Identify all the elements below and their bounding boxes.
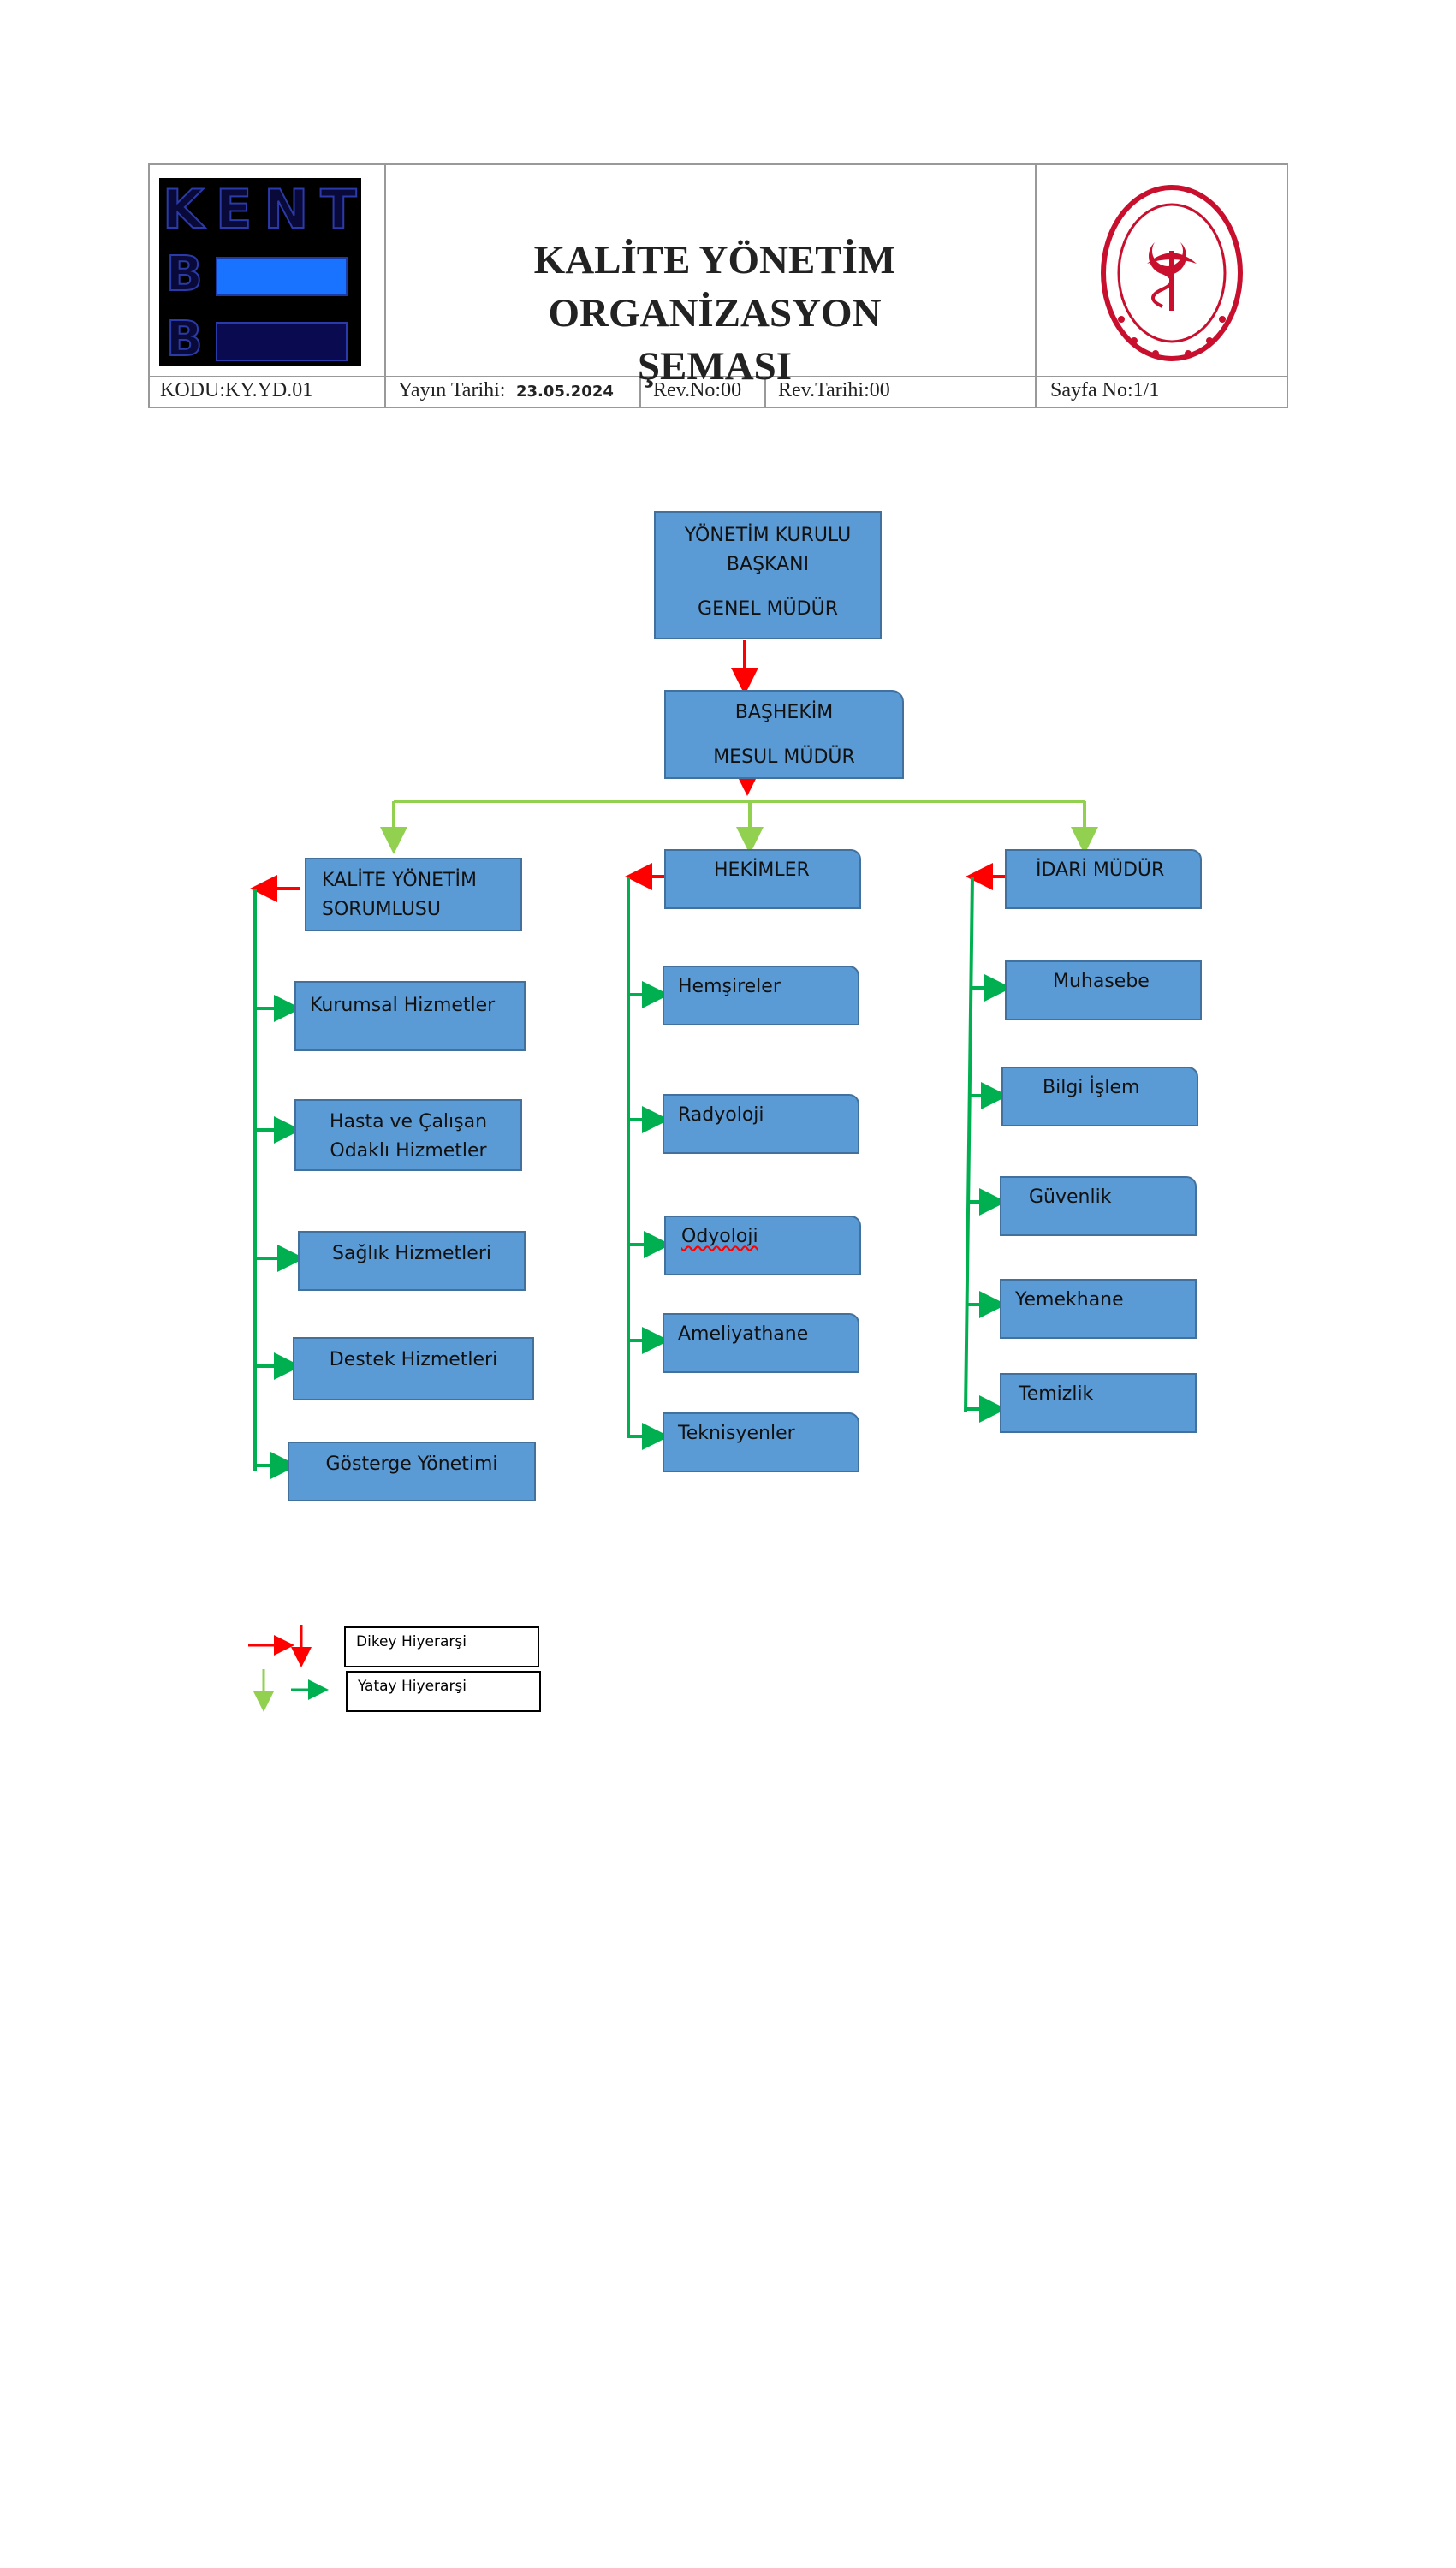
chart-box-patient-services: Hasta ve Çalışan Odaklı Hizmetler [294, 1099, 522, 1171]
header-divider [1035, 165, 1037, 407]
box-text: Muhasebe [1053, 971, 1150, 992]
box-text: Güvenlik [1029, 1186, 1112, 1208]
kent-logo: KENT B B [159, 177, 369, 368]
chart-box-admin-manager: İDARİ MÜDÜR [1005, 849, 1202, 909]
box-text: SORUMLUSU [322, 899, 441, 920]
chart-box-nurses: Hemşireler [663, 966, 859, 1025]
box-text: KALİTE YÖNETİM [322, 870, 477, 891]
seal-icon [1101, 185, 1243, 361]
box-text: Sağlık Hizmetleri [332, 1243, 491, 1264]
box-text: Teknisyenler [678, 1423, 795, 1444]
logo-b2: B [165, 311, 204, 368]
box-text: Destek Hizmetleri [329, 1349, 498, 1370]
legend-vertical-hierarchy: Dikey Hiyerarşi [344, 1626, 539, 1667]
chart-box-institutional-services: Kurumsal Hizmetler [294, 981, 526, 1051]
chart-box-operating-room: Ameliyathane [663, 1313, 859, 1373]
chart-box-physicians: HEKİMLER [664, 849, 861, 909]
chart-box-board-chairman: YÖNETİM KURULU BAŞKANI GENEL MÜDÜR [654, 511, 882, 639]
legend-label: Yatay Hiyerarşi [358, 1678, 467, 1695]
document-code: KODU:KY.YD.01 [160, 379, 313, 401]
title-line-1: KALİTE YÖNETİM ORGANİZASYON [533, 238, 896, 336]
legend-horizontal-hierarchy: Yatay Hiyerarşi [346, 1671, 541, 1712]
ministry-seal [1096, 182, 1248, 364]
box-text: Odyoloji [681, 1226, 758, 1247]
document-header: KENT B B KALİTE YÖNETİM ORGANİZASYON ŞEM… [148, 163, 1288, 408]
box-text: Bilgi İşlem [1043, 1077, 1140, 1098]
chart-box-indicator-management: Gösterge Yönetimi [288, 1442, 536, 1501]
publish-date-label: Yayın Tarihi: [398, 379, 506, 401]
title-line-2: ŞEMASI [637, 344, 793, 389]
chart-box-support-services: Destek Hizmetleri [293, 1337, 534, 1400]
chart-box-cleaning: Temizlik [1000, 1373, 1197, 1433]
box-text: GENEL MÜDÜR [698, 598, 838, 620]
header-divider [150, 376, 1287, 377]
logo-bar-1 [216, 257, 348, 296]
chart-box-technicians: Teknisyenler [663, 1412, 859, 1472]
box-text: BAŞHEKİM [734, 702, 834, 723]
chart-box-audiology: Odyoloji [664, 1216, 861, 1275]
box-text: Ameliyathane [678, 1323, 809, 1345]
box-text: Kurumsal Hizmetler [310, 995, 496, 1016]
publish-date: 23.05.2024 [516, 383, 614, 401]
box-text: Odaklı Hizmetler [330, 1140, 487, 1162]
revision-number: Rev.No:00 [653, 379, 742, 401]
header-divider [764, 376, 766, 407]
chart-box-health-services: Sağlık Hizmetleri [298, 1231, 526, 1291]
logo-bar-2 [216, 322, 348, 361]
header-divider [384, 165, 386, 407]
box-text: Hasta ve Çalışan [329, 1111, 488, 1132]
page-number: Sayfa No:1/1 [1050, 379, 1160, 401]
box-text: Radyoloji [678, 1104, 764, 1126]
box-text: Yemekhane [1015, 1289, 1124, 1311]
box-text: İDARİ MÜDÜR [1036, 859, 1165, 881]
box-text: HEKİMLER [714, 859, 810, 881]
document-title: KALİTE YÖNETİM ORGANİZASYON ŞEMASI [381, 234, 1049, 393]
box-text: Hemşireler [678, 976, 781, 997]
chart-box-radiology: Radyoloji [663, 1094, 859, 1154]
revision-date: Rev.Tarihi:00 [778, 379, 890, 401]
logo-b1: B [165, 246, 204, 303]
chart-box-it: Bilgi İşlem [1001, 1067, 1198, 1126]
box-text: MESUL MÜDÜR [713, 746, 855, 768]
chart-box-accounting: Muhasebe [1005, 960, 1202, 1020]
box-text: YÖNETİM KURULU [684, 525, 852, 546]
chart-box-security: Güvenlik [1000, 1176, 1197, 1236]
box-text: BAŞKANI [726, 554, 810, 575]
logo-text: KENT [162, 177, 369, 241]
box-text: Temizlik [1019, 1383, 1094, 1405]
legend-label: Dikey Hiyerarşi [356, 1633, 467, 1650]
chart-box-quality-manager: KALİTE YÖNETİM SORUMLUSU [305, 858, 522, 931]
box-text: Gösterge Yönetimi [325, 1453, 498, 1475]
chart-box-cafeteria: Yemekhane [1000, 1279, 1197, 1339]
header-divider [639, 376, 641, 407]
chart-box-chief-physician: BAŞHEKİM MESUL MÜDÜR [664, 690, 904, 779]
